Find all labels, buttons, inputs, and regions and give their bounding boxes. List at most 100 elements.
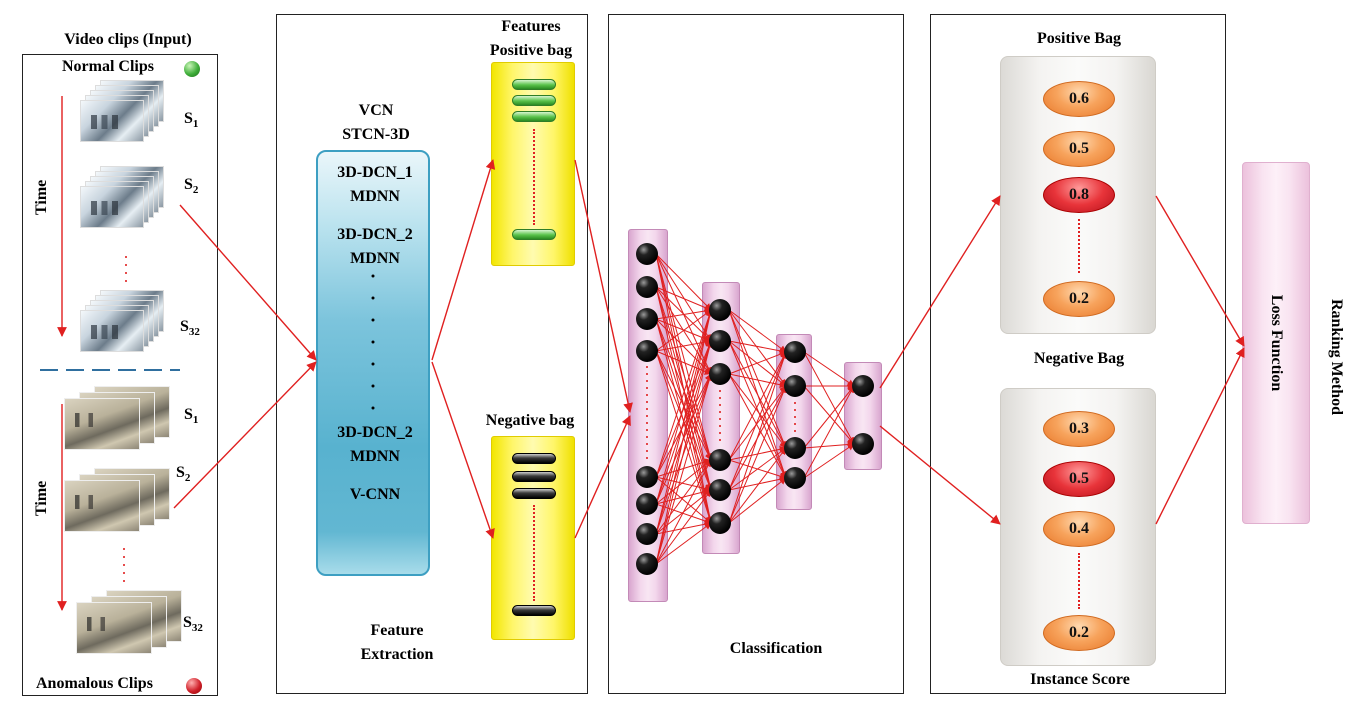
connection-l1-l2-0-1	[728, 309, 787, 387]
features-title: Features	[501, 18, 561, 35]
loss-function-box	[1242, 162, 1310, 524]
arrow-negative-bag-to-classifier	[574, 415, 631, 539]
layer-label-7: V-CNN	[349, 486, 401, 503]
hidden2-neuron-2	[784, 375, 806, 397]
arrow-classifier-to-negative-scores	[879, 425, 1001, 525]
connection-l2-l3-3-1	[803, 443, 855, 479]
segment-label-anomalous-2: S2	[176, 464, 191, 484]
normal-clips-label: Normal Clips	[62, 58, 154, 75]
output-neuron-1	[852, 375, 874, 397]
classification-caption: Classification	[729, 640, 823, 657]
cnn-ellipsis-dot-4	[371, 340, 375, 344]
negative-score-3: 0.4	[1043, 511, 1115, 547]
connection-l0-l1-4-2	[655, 373, 712, 478]
segment-label-normal-1: S1	[184, 110, 199, 130]
connection-l2-l3-1-1	[803, 385, 855, 445]
connection-l0-l1-3-2	[655, 350, 712, 375]
connection-l1-l2-0-0	[728, 309, 787, 353]
arrow-normal-to-cnn	[179, 204, 317, 361]
positive-bag-title: Positive Bag	[1037, 30, 1121, 47]
connection-l0-l1-7-2	[655, 373, 713, 565]
segment-label-normal-2: S2	[184, 176, 199, 196]
connection-l1-l2-1-2	[728, 340, 787, 449]
arrow-cnn-to-positive-bag	[431, 159, 496, 361]
layer-label-3: 3D-DCN_2	[337, 226, 413, 243]
connection-l0-l1-2-0	[655, 307, 712, 320]
connection-l1-l2-0-2	[728, 309, 787, 449]
positive-score-1: 0.6	[1043, 81, 1115, 117]
connection-l1-l2-2-1	[728, 373, 787, 389]
connection-l2-l3-2-1	[803, 441, 855, 449]
input-neuron-8	[636, 553, 658, 575]
connection-l0-l1-4-1	[655, 340, 712, 478]
connection-l0-l1-7-3	[655, 459, 712, 565]
hidden2-neuron-1	[784, 341, 806, 363]
input-neuron-6	[636, 493, 658, 515]
connection-l0-l1-4-0	[655, 309, 713, 478]
negative-score-2: 0.5	[1043, 461, 1115, 497]
segment-label-anomalous-1: S1	[184, 406, 199, 426]
input-neuron-2	[636, 276, 658, 298]
connection-l1-l2-5-2	[728, 447, 787, 524]
connection-l2-l3-0-1	[803, 351, 855, 445]
instance-score-caption: Instance Score	[1030, 671, 1130, 688]
connection-l1-l2-5-0	[728, 351, 788, 524]
input-neuron-7	[636, 523, 658, 545]
connection-l0-l1-7-4	[655, 489, 712, 565]
anomalous-indicator-icon	[186, 678, 202, 694]
connection-l1-l2-3-0	[728, 351, 787, 461]
layer-label-5: 3D-DCN_2	[337, 424, 413, 441]
hidden2-neuron-4	[784, 467, 806, 489]
arrow-positive-bag-to-classifier	[574, 159, 633, 413]
positive-score-4: 0.2	[1043, 281, 1115, 317]
connection-l1-l2-5-3	[728, 477, 787, 524]
negative-bag-label: Negative bag	[485, 412, 575, 429]
layer-label-4: MDNN	[350, 250, 400, 267]
cnn-ellipsis-dot-5	[371, 362, 375, 366]
feature-extraction-caption-1: Feature	[370, 622, 424, 639]
positive-score-2: 0.5	[1043, 131, 1115, 167]
connection-l0-l1-1-0	[655, 286, 712, 311]
connection-l1-l2-4-0	[728, 351, 787, 491]
anomalous-clips-label: Anomalous Clips	[36, 675, 153, 692]
connection-l0-l1-2-3	[655, 318, 712, 461]
positive-score-box: 0.6 0.5 0.8 0.2	[1000, 56, 1156, 334]
connection-l0-l1-0-0	[655, 253, 712, 311]
cnn-ellipsis-dot-3	[371, 318, 375, 322]
hidden1-neuron-5	[709, 479, 731, 501]
connection-l0-l1-7-5	[655, 522, 712, 565]
input-neuron-5	[636, 466, 658, 488]
positive-feature-bag	[491, 62, 575, 266]
hidden1-neuron-2	[709, 330, 731, 352]
segment-label-normal-32: S32	[180, 318, 200, 338]
connection-l1-l2-2-2	[728, 373, 787, 449]
connection-l1-l2-1-0	[728, 340, 787, 355]
connection-l0-l1-5-0	[655, 309, 713, 505]
connection-l0-l1-7-1	[655, 340, 713, 565]
arrow-cnn-to-negative-bag	[431, 361, 495, 539]
arrow-anomalous-to-cnn	[173, 361, 317, 509]
negative-score-1: 0.3	[1043, 411, 1115, 447]
cnn-ellipsis-dot-6	[371, 384, 375, 388]
input-title: Video clips (Input)	[64, 31, 192, 48]
cnn-block: 3D-DCN_1 MDNN 3D-DCN_2 MDNN 3D-DCN_2 MDN…	[316, 150, 430, 576]
positive-bag-label: Positive bag	[489, 42, 573, 59]
negative-bag-title: Negative Bag	[1033, 350, 1125, 367]
cnn-ellipsis-dot-2	[371, 296, 375, 300]
negative-score-4: 0.2	[1043, 615, 1115, 651]
connection-l0-l1-0-3	[655, 253, 713, 461]
hidden2-neuron-3	[784, 437, 806, 459]
output-neuron-2	[852, 433, 874, 455]
cnn-ellipsis-dot-1	[371, 274, 375, 278]
arrow-classifier-to-positive-scores	[879, 195, 1001, 389]
connection-l0-l1-7-0	[655, 309, 714, 565]
layer-label-6: MDNN	[350, 448, 400, 465]
hidden1-neuron-3	[709, 363, 731, 385]
connection-l1-l2-4-2	[728, 447, 787, 491]
connection-l0-l1-4-5	[655, 476, 712, 524]
connection-l2-l3-2-0	[803, 385, 855, 449]
arrow-positive-scores-to-loss	[1155, 195, 1245, 347]
layer-label-2: MDNN	[350, 188, 400, 205]
connection-l1-l2-2-0	[728, 351, 787, 375]
